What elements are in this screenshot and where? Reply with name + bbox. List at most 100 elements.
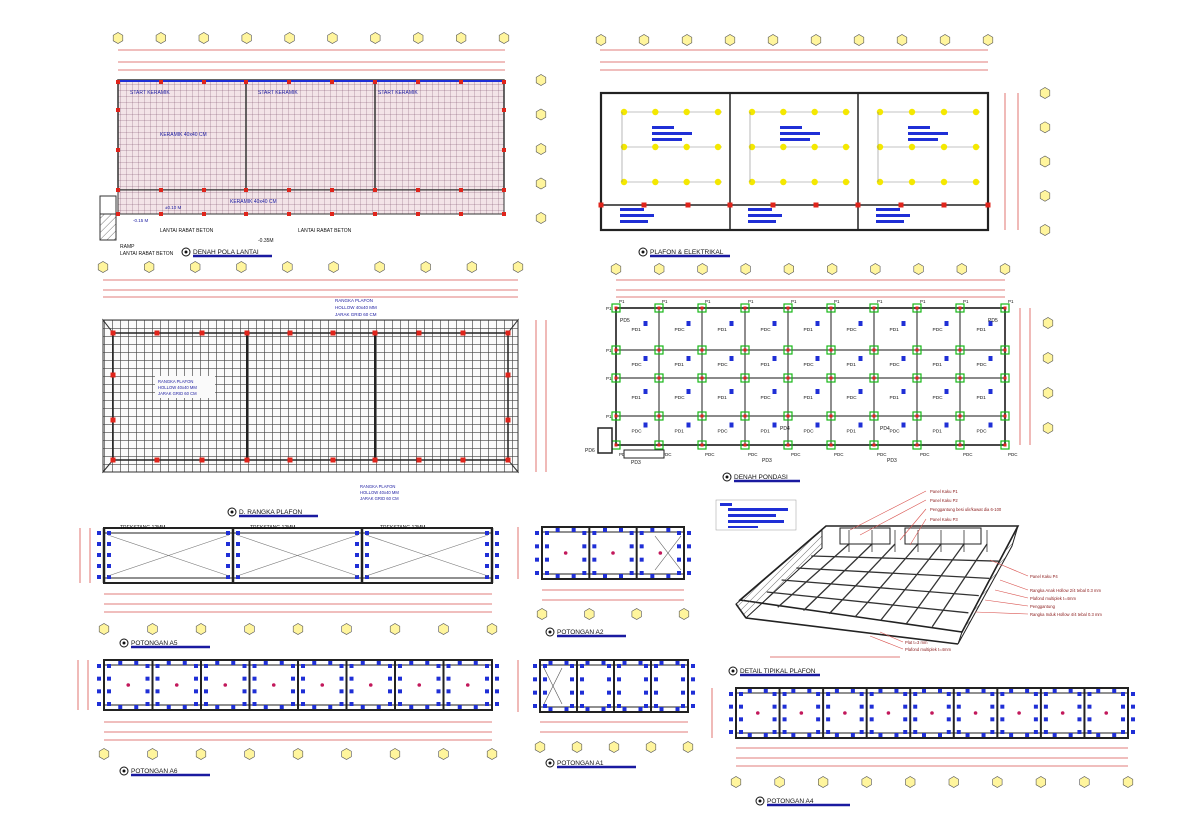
column-marker: [416, 80, 420, 84]
foundation-label: PDC: [977, 362, 988, 368]
column-marker: [1121, 717, 1125, 722]
axis-bubbles-top: [112, 32, 510, 44]
column-marker: [643, 389, 648, 394]
column-marker: [956, 717, 961, 722]
column-marker: [607, 677, 611, 682]
axis-bubbles-bottom: [536, 608, 690, 620]
column-marker: [654, 690, 658, 695]
column-marker: [485, 553, 489, 557]
legend-bar: [876, 214, 910, 217]
bolt: [799, 711, 804, 715]
column-marker: [215, 705, 220, 709]
column-marker: [287, 330, 293, 336]
axis-bubble: [535, 212, 547, 224]
rangka-bay-note-3: JARAK GRID 60 CM: [158, 391, 197, 396]
column-marker: [118, 661, 123, 665]
axis-bubble: [1042, 352, 1054, 364]
tile-label-2: KERAMIK 40x40 CM: [230, 199, 277, 205]
column-marker: [869, 692, 874, 696]
column-marker: [675, 707, 680, 711]
level-2: -0.15 M: [133, 218, 149, 223]
column-marker: [619, 528, 623, 532]
lamp: [620, 178, 628, 186]
axis-bubble: [98, 623, 110, 635]
column-marker: [858, 321, 863, 326]
hollow-member: [781, 579, 979, 597]
column-marker: [543, 690, 547, 695]
column-marker: [145, 676, 150, 681]
lamp: [683, 178, 690, 186]
column-marker: [700, 443, 704, 447]
column-marker: [398, 702, 402, 706]
foundation-label: P1: [705, 299, 711, 304]
column-marker: [571, 574, 576, 578]
axis-bubble: [1042, 317, 1054, 329]
column-marker: [1077, 717, 1082, 722]
column-marker: [657, 443, 661, 447]
column-marker: [739, 717, 743, 722]
column-marker: [425, 661, 430, 665]
lamp: [940, 143, 948, 151]
legend-bar: [748, 220, 776, 223]
column-marker: [328, 705, 333, 709]
footing: [912, 373, 922, 383]
foundation-label: PDC: [804, 429, 815, 435]
column-marker: [535, 544, 539, 549]
column-marker: [97, 676, 101, 681]
callout: Rangka Anak Hollow 2/4 tebal 0.3 mm: [1030, 588, 1102, 593]
column-marker: [691, 677, 695, 682]
drawing-title-elektrikal: PLAFON & ELEKTRIKAL: [650, 249, 724, 256]
column-marker: [772, 321, 777, 326]
foundation-label: PDC: [1008, 452, 1018, 457]
column-marker: [1000, 730, 1005, 734]
column-marker: [850, 733, 855, 737]
column-marker: [339, 689, 344, 694]
column-marker: [654, 704, 658, 708]
column-marker: [644, 690, 648, 695]
axis-bubble: [681, 34, 693, 46]
axis-bubble: [571, 741, 583, 753]
column-marker: [199, 457, 205, 463]
foundation-label: PD1: [804, 327, 814, 333]
column-marker: [807, 689, 812, 693]
axis-bubble: [244, 748, 255, 760]
column-marker: [855, 202, 861, 208]
section-bays: [533, 660, 695, 712]
drawing-title-a4: POTONGAN A4: [767, 798, 814, 805]
column-marker: [988, 389, 993, 394]
legend-bar: [908, 132, 948, 135]
column-marker: [815, 356, 820, 361]
drawing-title-a1: POTONGAN A1: [557, 760, 604, 767]
legend-bar: [620, 208, 644, 211]
axis-bubble: [535, 108, 547, 121]
rangka-bottom-note-2: HOLLOW 40x40 MM: [360, 490, 399, 495]
column-marker: [505, 330, 511, 336]
column-marker: [116, 212, 120, 216]
column-marker: [373, 80, 377, 84]
column-marker: [901, 356, 906, 361]
axis-bubble: [341, 748, 352, 760]
column-marker: [901, 321, 906, 326]
rangka-bottom-note-3: JARAK GRID 60 CM: [360, 496, 399, 501]
column-marker: [505, 417, 511, 423]
foundation-label: P1: [606, 348, 612, 353]
room-label-3: START KERAMIK: [378, 90, 418, 96]
footing: [654, 373, 664, 383]
column-marker: [643, 422, 648, 428]
column-marker: [242, 664, 247, 668]
column-marker: [301, 689, 305, 694]
column-marker: [365, 564, 369, 568]
column-marker: [582, 531, 587, 535]
column-marker: [1003, 443, 1007, 447]
rangka-bay-note-2: HOLLOW 40x40 MM: [158, 385, 197, 390]
column-marker: [592, 531, 597, 535]
bolt: [223, 683, 228, 687]
column-marker: [236, 553, 240, 557]
foundation-label: PD1: [890, 395, 900, 401]
column-marker: [743, 414, 747, 418]
axis-bubble: [438, 623, 449, 635]
column-marker: [485, 664, 489, 668]
hollow-member: [811, 555, 1000, 562]
column-marker: [607, 704, 611, 708]
bolt: [417, 683, 422, 687]
